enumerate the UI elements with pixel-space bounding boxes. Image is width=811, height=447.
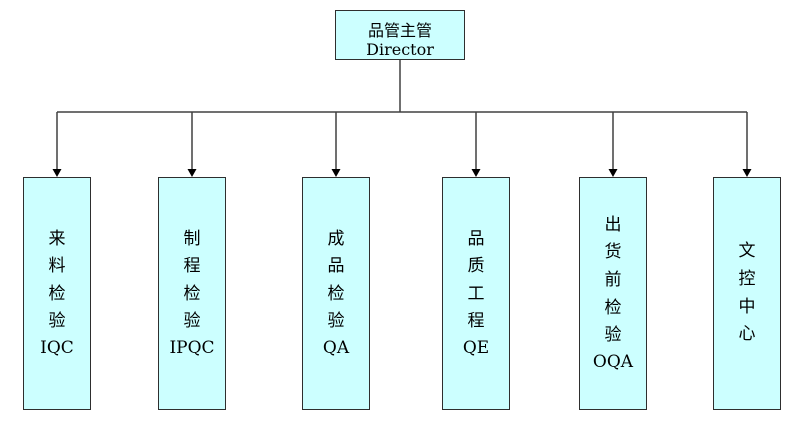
dept-node-qa: 成品检验 QA — [302, 177, 370, 410]
dept-acronym: QA — [322, 337, 350, 358]
dept-label: 制程检验 IPQC — [169, 226, 214, 362]
dept-node-ipqc: 制程检验 IPQC — [158, 177, 226, 410]
dept-acronym: IPQC — [169, 337, 215, 358]
arrowhead-icon — [52, 169, 62, 177]
dept-node-doc-control: 文控中心 — [713, 177, 781, 410]
dept-node-qe: 品质工程 QE — [442, 177, 510, 410]
dept-acronym: QE — [462, 337, 490, 358]
dept-label: 来料检验 IQC — [40, 226, 74, 362]
dept-name-cn: 品质工程 — [467, 228, 485, 332]
dept-name-cn: 成品检验 — [327, 228, 345, 332]
arrowhead-icon — [608, 169, 618, 177]
dept-acronym: OQA — [592, 351, 634, 372]
dept-name-cn: 出货前检验 — [604, 214, 622, 346]
dept-acronym: IQC — [40, 337, 74, 358]
dept-label: 文控中心 — [737, 238, 757, 348]
dept-name-cn: 制程检验 — [183, 228, 201, 332]
root-title-cn: 品管主管 — [367, 20, 432, 40]
dept-node-oqa: 出货前检验 OQA — [579, 177, 647, 410]
dept-node-iqc: 来料检验 IQC — [23, 177, 91, 410]
dept-label: 出货前检验 OQA — [593, 212, 633, 375]
dept-label: 品质工程 QE — [463, 226, 489, 362]
dept-name-cn: 文控中心 — [738, 241, 756, 345]
root-node-director: 品管主管 Director — [335, 10, 465, 60]
dept-name-cn: 来料检验 — [48, 228, 66, 332]
arrowhead-icon — [742, 169, 752, 177]
dept-label: 成品检验 QA — [323, 226, 349, 362]
arrowhead-icon — [331, 169, 341, 177]
arrowhead-icon — [471, 169, 481, 177]
arrowhead-icon — [187, 169, 197, 177]
root-title-en: Director — [366, 39, 434, 59]
